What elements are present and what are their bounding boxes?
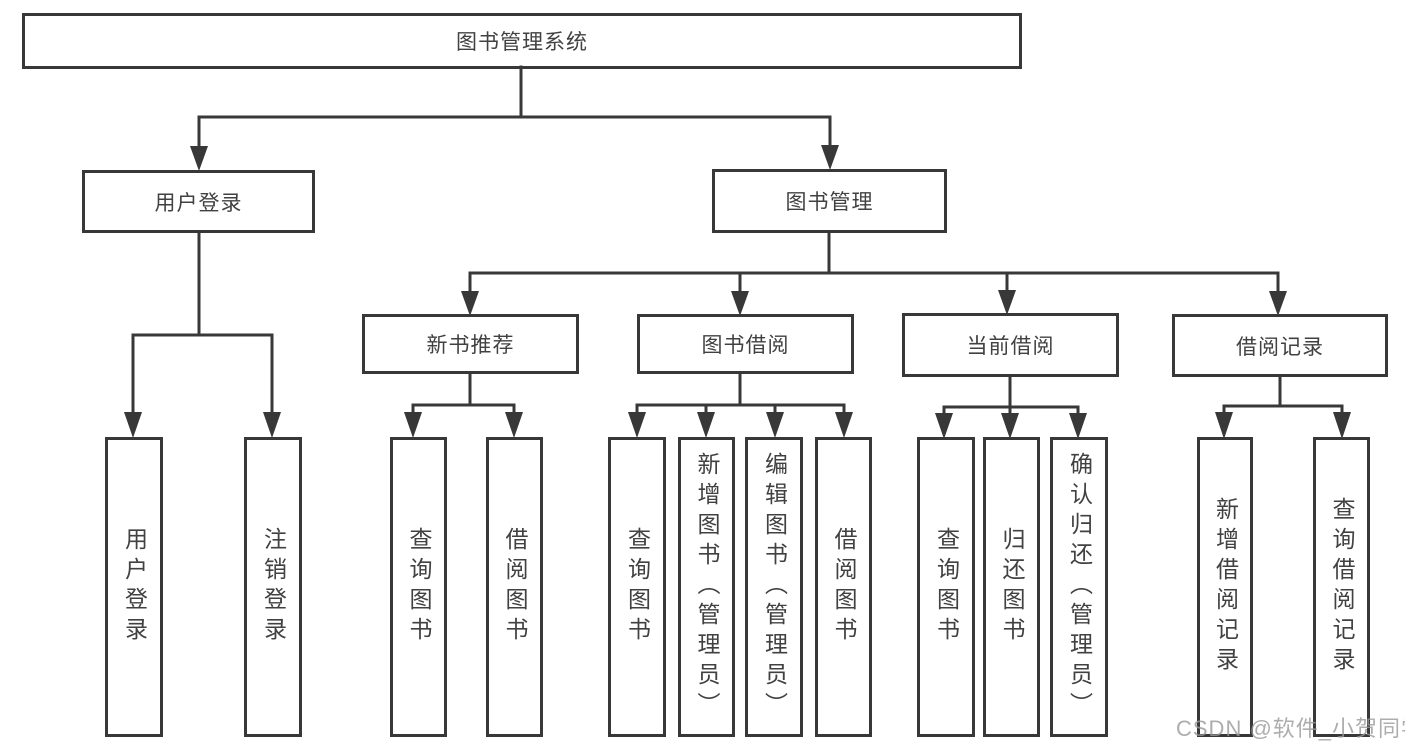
leaf-logout-label: 注销登录 [260,527,287,647]
leaf-borrowing-edit-books-admin-label: 编辑图书（管理员） [761,452,788,722]
leaf-borrowing-query-books: 查询图书 [608,437,666,737]
node-borrow-records-label: 借阅记录 [1236,335,1324,359]
leaf-current-confirm-return-admin-label: 确认归还（管理员） [1066,452,1093,722]
leaf-current-query-books-label: 查询图书 [933,527,960,647]
node-book-management: 图书管理 [712,169,947,233]
node-current-borrowing-label: 当前借阅 [966,335,1055,358]
leaf-user-login-label: 用户登录 [121,527,148,647]
leaf-current-return-books: 归还图书 [983,437,1040,737]
leaf-current-query-books: 查询图书 [917,437,975,737]
leaf-user-login: 用户登录 [105,437,163,737]
leaf-records-query-borrow-record-label: 查询借阅记录 [1329,497,1355,677]
node-root-label: 图书管理系统 [456,31,588,54]
node-user-login-label: 用户登录 [154,191,243,215]
leaf-recommend-query-books-label: 查询图书 [406,527,432,647]
node-book-management-label: 图书管理 [785,191,874,214]
node-root: 图书管理系统 [22,13,1022,69]
leaf-borrowing-query-books-label: 查询图书 [624,527,651,647]
node-borrow-records: 借阅记录 [1172,314,1388,377]
leaf-borrowing-borrow-books: 借阅图书 [815,437,872,737]
node-user-login: 用户登录 [82,170,315,233]
leaf-records-query-borrow-record: 查询借阅记录 [1313,437,1370,737]
leaf-current-return-books-label: 归还图书 [999,527,1025,647]
node-new-book-recommend-label: 新书推荐 [426,334,515,357]
node-new-book-recommend: 新书推荐 [362,314,579,374]
leaf-logout: 注销登录 [244,437,302,737]
node-book-borrowing-label: 图书借阅 [701,334,790,357]
leaf-records-add-borrow-record: 新增借阅记录 [1197,437,1253,737]
leaf-borrowing-add-books-admin-label: 新增图书（管理员） [694,452,720,722]
node-book-borrowing: 图书借阅 [637,314,854,374]
leaf-records-add-borrow-record-label: 新增借阅记录 [1212,497,1239,677]
leaf-recommend-borrow-books: 借阅图书 [486,437,543,737]
leaf-borrowing-edit-books-admin: 编辑图书（管理员） [745,437,803,737]
watermark: CSDN @软件_小贺同学 [1176,716,1405,741]
node-current-borrowing: 当前借阅 [902,313,1119,377]
leaf-recommend-query-books: 查询图书 [390,437,447,737]
leaf-borrowing-add-books-admin: 新增图书（管理员） [678,437,735,737]
leaf-borrowing-borrow-books-label: 借阅图书 [831,527,857,647]
leaf-current-confirm-return-admin: 确认归还（管理员） [1050,437,1108,737]
leaf-recommend-borrow-books-label: 借阅图书 [502,527,528,647]
